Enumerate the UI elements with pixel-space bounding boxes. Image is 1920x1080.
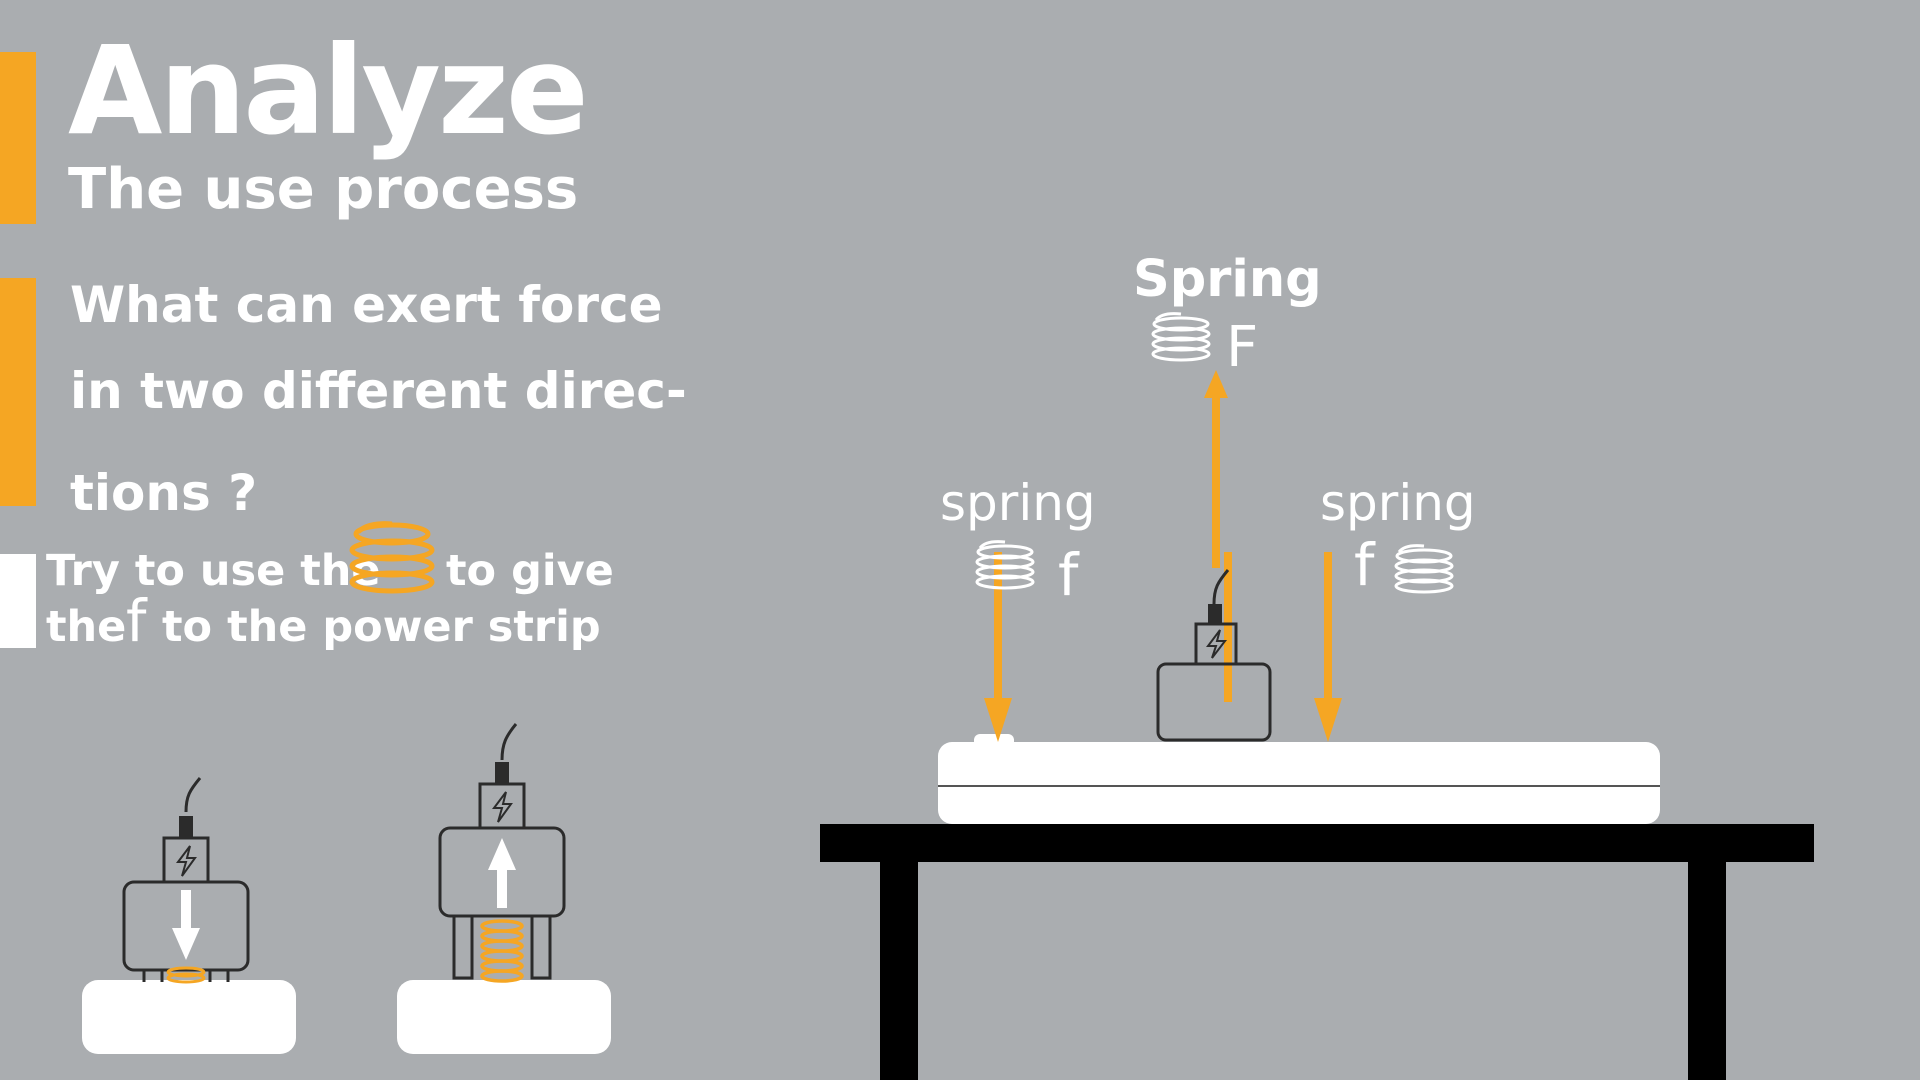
hint-accent-bar [0,554,36,648]
force-diagram [975,312,1454,742]
power-strip-small-2 [397,980,611,1054]
table-leg-right [1688,862,1726,1080]
title-accent-bar [0,52,36,224]
right-spring-label: spring [1320,474,1476,532]
question-accent-bar [0,278,36,506]
power-strip-large [938,742,1660,824]
lightning-icon [176,845,197,877]
hint-part-3: the [46,602,127,652]
plug-down-illustration [122,777,250,984]
plug-up-illustration [438,723,566,983]
power-strip-small-1 [82,980,296,1054]
question-line-1: What can exert force [70,276,663,334]
top-spring-label: Spring [1133,250,1322,309]
spring-icon [1151,312,1211,362]
left-force-label: f [1058,541,1079,609]
spring-icon [349,521,435,594]
power-strip-divider [938,785,1660,787]
hint-part-2: to give [446,546,614,596]
table-leg-left [880,862,918,1080]
top-force-label: F [1226,315,1259,380]
hint-part-4: to the power strip [162,602,601,652]
power-strip-button [974,734,1014,746]
question-line-3: tions ? [70,464,258,522]
question-line-2: in two different direc- [70,362,687,420]
slide-subtitle: The use process [68,157,579,222]
table-top [820,824,1814,862]
right-force-label: f [1354,531,1375,599]
hint-force-letter: f [126,587,147,655]
left-spring-label: spring [940,474,1096,532]
slide-title: Analyze [68,20,589,162]
hint-part-1: Try to use the [46,546,381,596]
